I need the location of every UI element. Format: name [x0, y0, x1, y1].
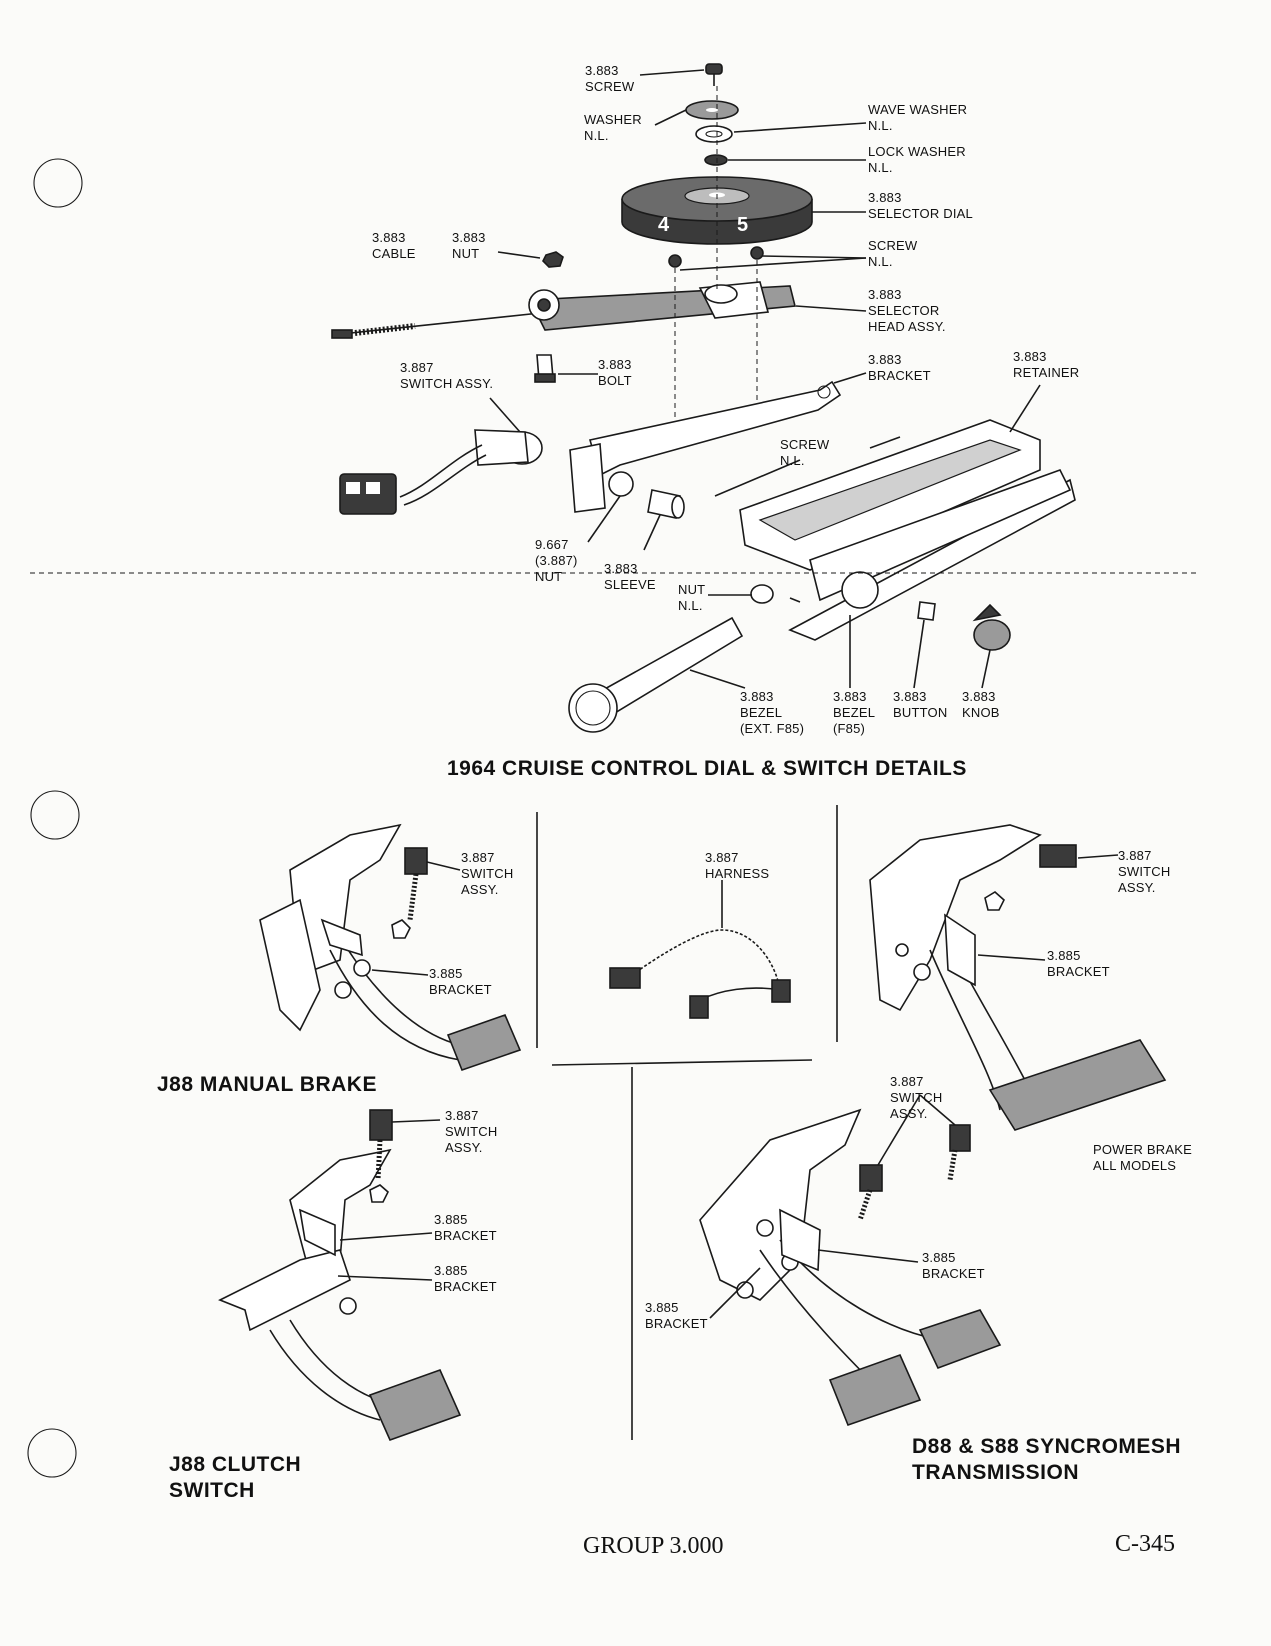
label-bezel-f85: 3.883 BEZEL (F85) [833, 689, 876, 736]
dial-assembly [30, 63, 1200, 733]
caption-clutch-switch: J88 CLUTCH SWITCH [169, 1453, 302, 1502]
label-clutch-bracket-2: 3.885 BRACKET [434, 1263, 497, 1294]
label-manual-brake-bracket: 3.885 BRACKET [429, 966, 492, 997]
label-nut-nl: NUT N.L. [678, 582, 706, 613]
top-diagram-title: 1964 CRUISE CONTROL DIAL & SWITCH DETAIL… [447, 757, 967, 780]
binder-holes [27, 158, 83, 1478]
label-retainer: 3.883 RETAINER [1013, 349, 1080, 380]
label-screw: 3.883 SCREW [585, 63, 635, 94]
label-power-brake-switch: 3.887 SWITCH ASSY. [1118, 848, 1171, 895]
label-selector-head: 3.883 SELECTOR HEAD ASSY. [868, 287, 946, 334]
footer-page-number: C-345 [1115, 1531, 1175, 1557]
label-clutch-switch: 3.887 SWITCH ASSY. [445, 1108, 498, 1155]
label-screw-nl-2: SCREW N.L. [780, 437, 830, 468]
syncromesh-illustration [699, 1094, 1002, 1427]
label-sleeve: 3.883 SLEEVE [604, 561, 656, 592]
label-syncromesh-bracket-right: 3.885 BRACKET [922, 1250, 985, 1281]
top-leader-lines [489, 69, 1041, 689]
panel-dividers [536, 805, 838, 1440]
label-button: 3.883 BUTTON [893, 689, 948, 720]
label-harness: 3.887 HARNESS [705, 850, 770, 881]
caption-syncromesh: D88 & S88 SYNCROMESH TRANSMISSION [912, 1435, 1182, 1484]
label-bracket: 3.883 BRACKET [868, 352, 931, 383]
label-knob: 3.883 KNOB [962, 689, 1000, 720]
label-bezel-ext: 3.883 BEZEL (EXT. F85) [740, 689, 805, 736]
footer-group: GROUP 3.000 [583, 1533, 724, 1559]
power-brake-illustration [869, 824, 1167, 1131]
dial-digit-5: 5 [737, 214, 749, 236]
label-screw-nl: SCREW N.L. [868, 238, 918, 269]
label-nut-9667: 9.667 (3.887) NUT [535, 537, 578, 584]
label-wave-washer: WAVE WASHER N.L. [868, 102, 968, 133]
label-switch-assy: 3.887 SWITCH ASSY. [400, 360, 494, 391]
label-cable: 3.883 CABLE [372, 230, 416, 261]
label-selector-dial: 3.883 SELECTOR DIAL [868, 190, 973, 221]
caption-power-brake: POWER BRAKE ALL MODELS [1093, 1142, 1192, 1173]
label-lock-washer: LOCK WASHER N.L. [868, 144, 966, 175]
label-syncromesh-bracket-left: 3.885 BRACKET [645, 1300, 708, 1331]
clutch-switch-illustration [218, 1109, 462, 1442]
harness-illustration [609, 880, 791, 1019]
label-manual-brake-switch: 3.887 SWITCH ASSY. [461, 850, 514, 897]
label-bolt: 3.883 BOLT [598, 357, 632, 388]
label-clutch-bracket-1: 3.885 BRACKET [434, 1212, 497, 1243]
caption-manual-brake: J88 MANUAL BRAKE [157, 1073, 377, 1096]
label-washer: WASHER N.L. [584, 112, 642, 143]
label-power-brake-bracket: 3.885 BRACKET [1047, 948, 1110, 979]
dial-digit-4: 4 [658, 214, 670, 236]
manual-brake-illustration [259, 823, 522, 1072]
label-syncromesh-switch: 3.887 SWITCH ASSY. [890, 1074, 943, 1121]
label-nut-top: 3.883 NUT [452, 230, 486, 261]
